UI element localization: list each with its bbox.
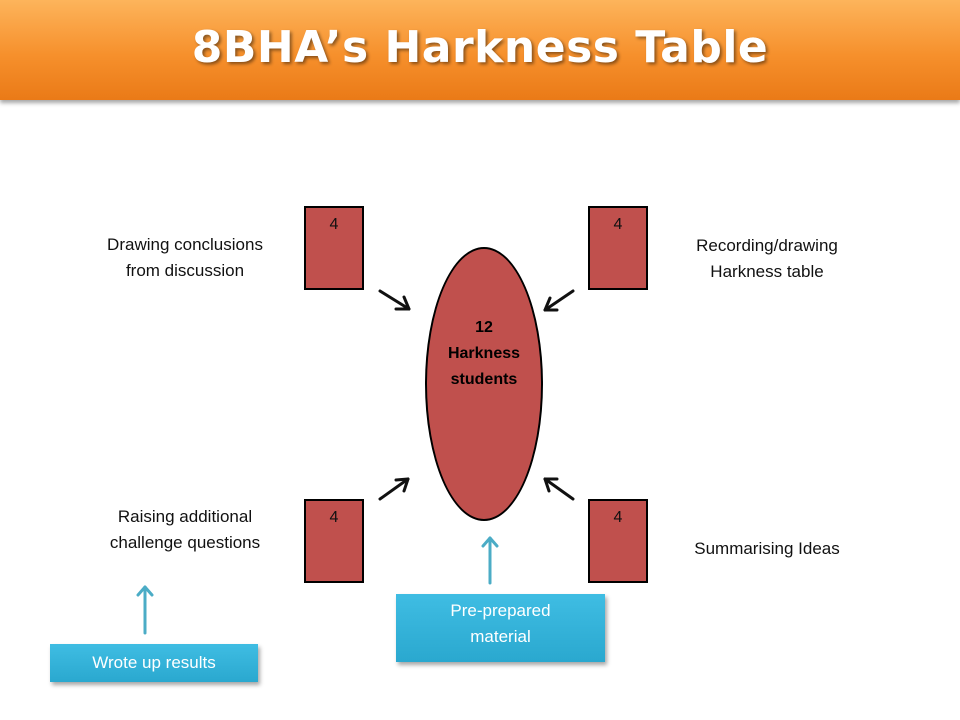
role-bottom-right: Summarising Ideas [662, 536, 872, 562]
role-top-right: Recording/drawing Harkness table [662, 233, 872, 285]
role-bottom-left-line2: challenge questions [109, 533, 261, 552]
table-top-right: 4 [588, 206, 648, 290]
table-top-left: 4 [304, 206, 364, 290]
table-count: 4 [329, 216, 339, 233]
arrow-bottom-right [543, 477, 575, 501]
role-bottom-right-line1: Summarising Ideas [694, 539, 840, 558]
role-top-left-line2: from discussion [125, 261, 245, 280]
role-top-left-line1: Drawing conclusions [107, 235, 263, 254]
arrow-top-left [378, 289, 411, 311]
arrow-bottom-left [378, 477, 410, 501]
harkness-table-ellipse [425, 247, 543, 521]
table-count: 4 [329, 509, 339, 526]
pre-prepared-line1: Pre-prepared [450, 601, 551, 620]
title-banner [0, 0, 960, 100]
wrote-up-results-box: Wrote up results [50, 644, 258, 682]
role-bottom-left-line1: Raising additional [117, 507, 253, 526]
role-top-right-line1: Recording/drawing [696, 236, 838, 255]
role-top-right-line2: Harkness table [710, 262, 824, 281]
table-bottom-left: 4 [304, 499, 364, 583]
role-top-left: Drawing conclusions from discussion [80, 232, 290, 284]
page-title: 8BHA’s Harkness Table [191, 22, 769, 73]
center-label-line1: 12 [475, 319, 493, 336]
table-count: 4 [613, 216, 623, 233]
center-label-line2: Harkness [447, 345, 521, 362]
pre-prepared-line2: material [470, 627, 531, 646]
role-bottom-left: Raising additional challenge questions [80, 504, 290, 556]
arrow-blue-center [481, 536, 499, 585]
center-label: 12 Harkness students [425, 315, 543, 393]
table-count: 4 [613, 509, 623, 526]
arrow-blue-left [136, 585, 154, 635]
arrow-top-right [543, 289, 575, 312]
center-label-line3: students [450, 371, 518, 388]
pre-prepared-material-box: Pre-prepared material [396, 594, 605, 662]
table-bottom-right: 4 [588, 499, 648, 583]
